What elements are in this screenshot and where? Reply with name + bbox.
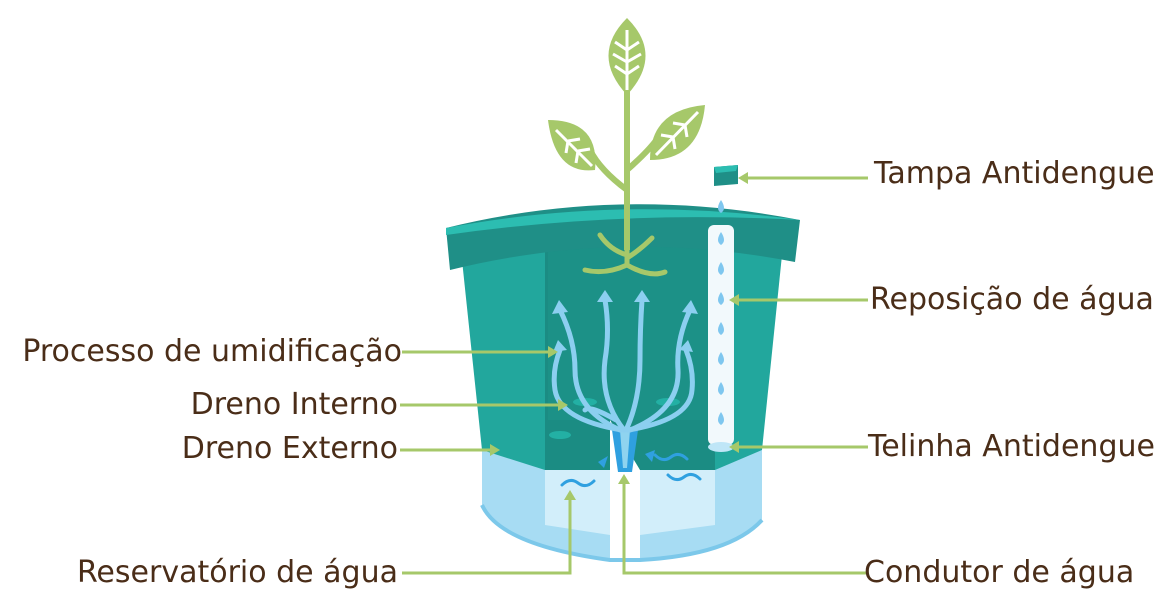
plant (548, 18, 705, 277)
label-condutor-de-agua: Condutor de água (864, 555, 1135, 590)
water-refill-tube (708, 200, 734, 452)
label-dreno-externo: Dreno Externo (181, 431, 398, 466)
label-reposicao-de-agua: Reposição de água (870, 282, 1154, 317)
reservoir-flow-arrows (560, 452, 702, 488)
arrowheads (552, 290, 698, 352)
label-dreno-interno: Dreno Interno (190, 387, 398, 422)
label-telinha-antidengue: Telinha Antidengue (868, 429, 1155, 464)
pot-body (446, 204, 800, 470)
anti-dengue-cap (714, 165, 738, 186)
label-processo-de-umidificacao: Processo de umidificação (22, 334, 402, 369)
label-reservatorio-de-agua: Reservatório de água (76, 555, 398, 590)
humidification-arrows (551, 297, 695, 433)
leader-arrowheads (490, 172, 748, 500)
water-conductor (612, 430, 638, 472)
leader-lines (400, 176, 868, 575)
label-tampa-antidengue: Tampa Antidengue (874, 156, 1155, 191)
